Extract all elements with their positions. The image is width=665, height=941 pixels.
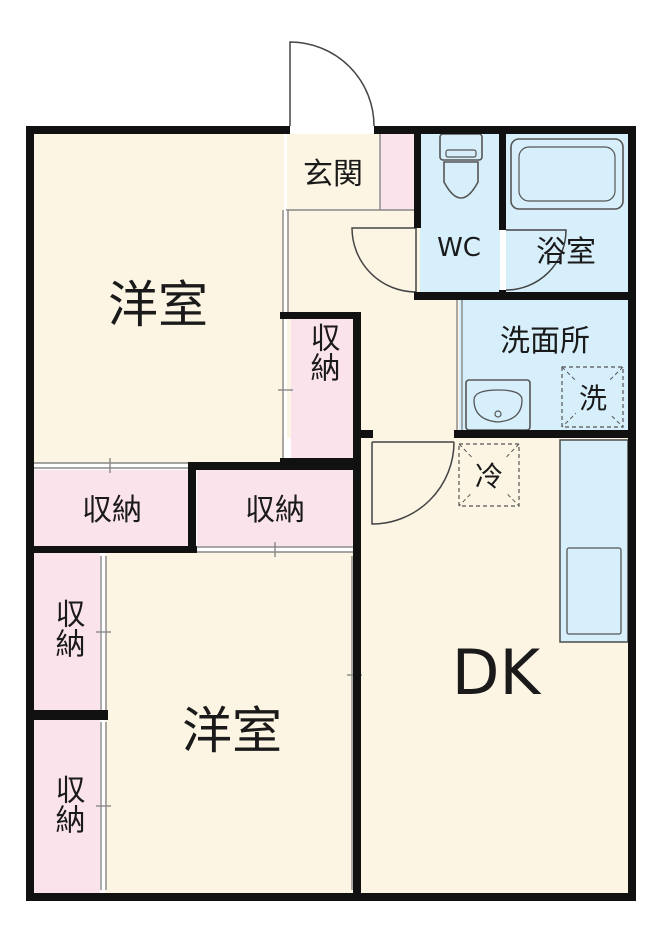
- door-swings: [289, 41, 567, 525]
- toilet-label: WC: [437, 233, 481, 263]
- labels: 洋室 洋室 DK 玄関 WC 浴室 洗面所 収納 収納 洗 冷 収納 収納 収納: [50, 157, 608, 834]
- refrigerator-icon: [458, 443, 520, 507]
- hall-door-swing: [351, 227, 417, 293]
- closet-d-label: 収納: [50, 598, 86, 658]
- bathroom-label: 浴室: [536, 235, 596, 270]
- closet-e-label: 収納: [50, 774, 86, 834]
- closet-c-label: 収納: [245, 493, 305, 528]
- washroom-label: 洗面所: [500, 324, 590, 359]
- washing-machine-icon: [561, 366, 624, 428]
- refrigerator-label: 冷: [475, 460, 503, 493]
- kitchen-counter-icon: [559, 439, 629, 643]
- western-room-2-label: 洋室: [182, 702, 282, 760]
- closet-b-label: 収納: [82, 493, 142, 528]
- entrance-label: 玄関: [303, 157, 363, 192]
- entrance-floor: [287, 134, 380, 210]
- bath-door-swing: [505, 229, 567, 291]
- closet-a-label: 収納: [305, 322, 341, 382]
- closet-c-floor: [197, 470, 353, 546]
- washing-machine-label: 洗: [579, 382, 607, 415]
- closet-a-floor: [291, 318, 353, 458]
- bathtub-icon: [510, 138, 624, 210]
- entrance-door-swing: [289, 41, 375, 127]
- closet-e-floor: [34, 718, 100, 893]
- walls: [26, 126, 636, 901]
- washbasin-icon: [465, 379, 531, 431]
- dk-door-swing: [371, 441, 455, 525]
- western-room-2-floor: [105, 552, 355, 893]
- closet-b-floor: [34, 470, 190, 546]
- western-room-1-floor: [34, 134, 284, 464]
- toilet-icon: [439, 133, 483, 199]
- fixtures: [439, 133, 629, 643]
- entrance-step: [380, 134, 416, 210]
- closet-d-floor: [34, 552, 100, 712]
- dining-kitchen-label: DK: [452, 636, 542, 709]
- western-room-1-label: 洋室: [108, 276, 208, 334]
